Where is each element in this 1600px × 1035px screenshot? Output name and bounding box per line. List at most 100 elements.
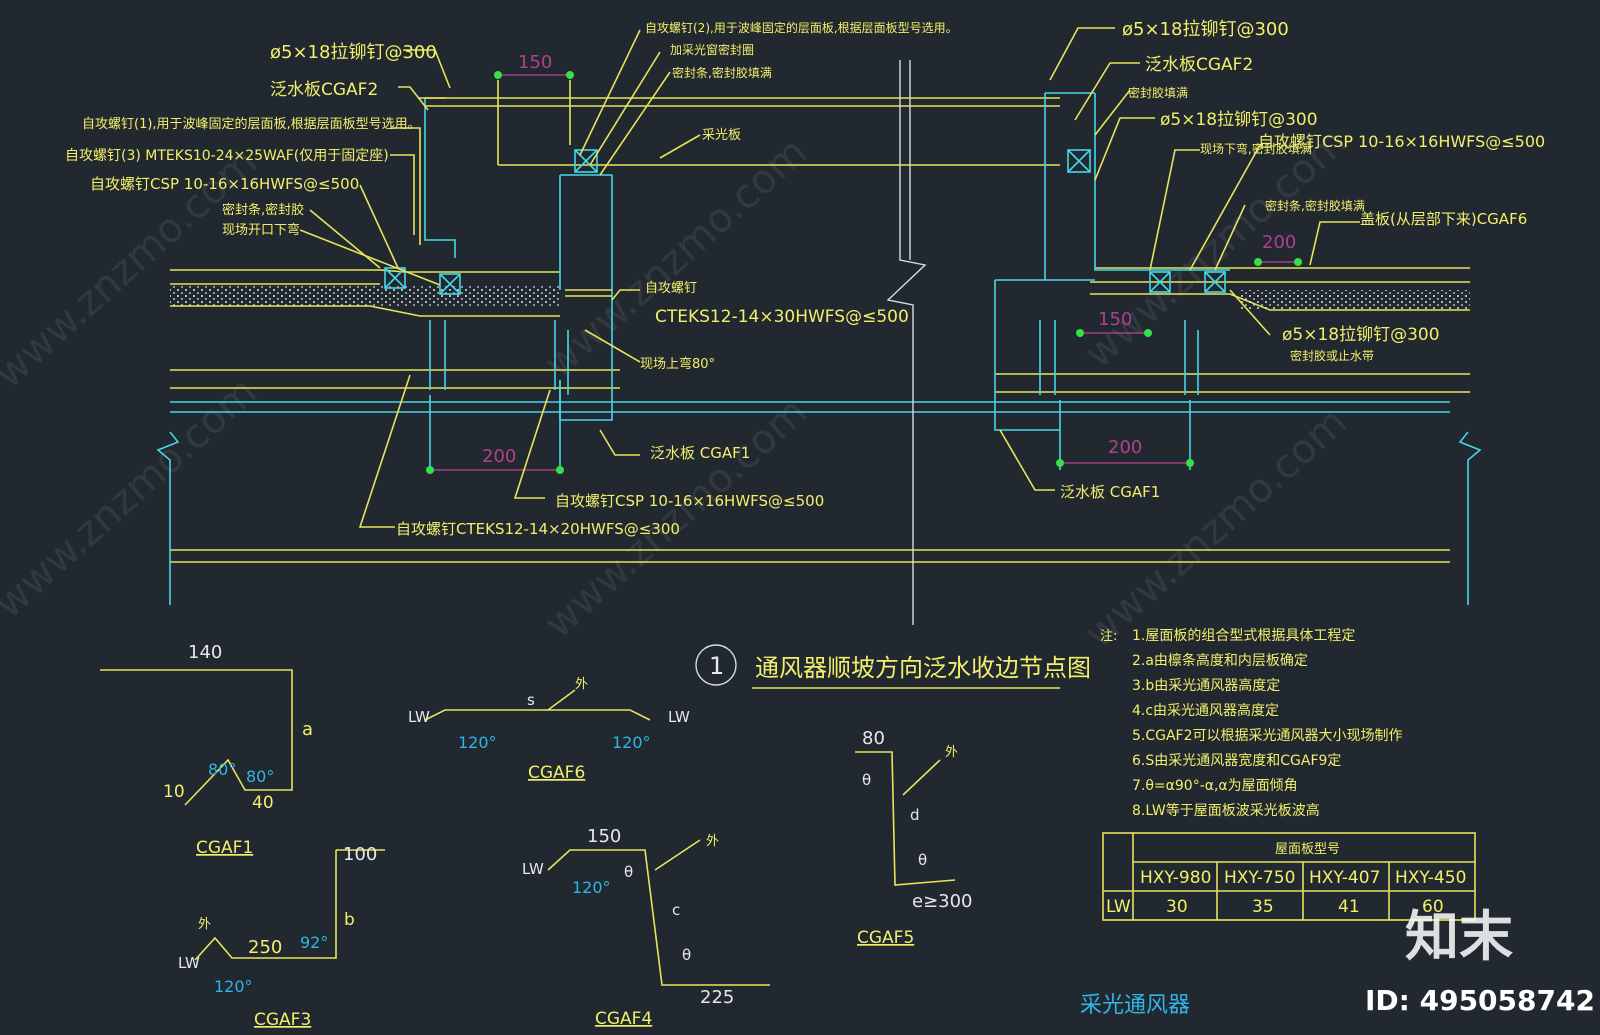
cgaf4-lw: LW xyxy=(522,860,544,878)
profile-cgaf4-leader xyxy=(654,839,701,871)
break-left xyxy=(156,431,180,605)
callout-right-csp: 自攻螺钉CSP 10-16×16HWFS@≤500 xyxy=(1258,132,1545,151)
watermark: www.znzmo.com xyxy=(0,369,266,628)
seal-cross-l2 xyxy=(439,273,461,295)
panel-top-left xyxy=(170,269,560,273)
seal-cross-r2 xyxy=(1204,271,1226,293)
cgaf6-lw1: LW xyxy=(408,708,430,726)
seal-cross-r1 xyxy=(1149,271,1171,293)
bracket-left-2 xyxy=(554,320,569,395)
callout-right-field: 现场下弯,密封胶填满 xyxy=(1200,141,1312,156)
cgaf6-out: 外 xyxy=(575,677,588,692)
dim-tick xyxy=(566,71,574,79)
vent-frame-right xyxy=(1044,93,1095,281)
callout-right-rivet2: ø5×18拉铆钉@300 xyxy=(1160,110,1318,130)
table-row-label: LW xyxy=(1106,897,1131,917)
dim-tick xyxy=(1294,258,1302,266)
profile-cgaf6-shape xyxy=(424,709,651,721)
table-grid xyxy=(1103,833,1475,920)
leader xyxy=(359,184,399,269)
callout-left-screw3: 自攻螺钉(3) MTEKS10-24×25WAF(仅用于固定座) xyxy=(65,148,389,164)
table-cell: 35 xyxy=(1252,897,1274,917)
dim-tick xyxy=(1056,459,1064,467)
profile-cgaf4: 150 LW 120° θ c θ 225 外 CGAF4 xyxy=(522,826,770,1029)
dim-tick xyxy=(1186,459,1194,467)
callout-top-screw2: 自攻螺钉(2),用于波峰固定的层面板,根据层面板型号选用。 xyxy=(645,20,958,35)
callout-top-seal: 密封条,密封胶填满 xyxy=(672,65,772,80)
callout-right-cgaf2: 泛水板CGAF2 xyxy=(1145,55,1253,75)
cgaf3-label: CGAF3 xyxy=(254,1010,311,1030)
callout-right-seal: 密封条,密封胶填满 xyxy=(1265,198,1365,213)
right-vent-detail xyxy=(994,92,1302,470)
dim-ext-200 xyxy=(429,380,561,470)
table-border xyxy=(1102,832,1476,921)
callout-right-rivet-top: ø5×18拉铆钉@300 xyxy=(1122,19,1289,40)
cgaf6-ang2: 120° xyxy=(612,733,651,752)
dim-tick xyxy=(556,466,564,474)
table-cell: 60 xyxy=(1422,897,1444,917)
cgaf1-left xyxy=(565,289,612,297)
cgaf5-theta2: θ xyxy=(918,851,927,869)
callout-top-plus: 加采光窗密封圈 xyxy=(670,42,754,57)
callout-right-cgaf1: 泛水板 CGAF1 xyxy=(1060,483,1160,501)
flashing-right xyxy=(1094,93,1230,271)
cgaf5-out: 外 xyxy=(945,745,958,760)
title-circle xyxy=(695,644,737,686)
cgaf4-c: c xyxy=(672,901,680,919)
leader xyxy=(390,154,415,235)
leader xyxy=(584,329,641,363)
note-item: 3.b由采光通风器高度定 xyxy=(1132,677,1280,694)
dim-200-left: 200 xyxy=(482,446,516,467)
leader xyxy=(1189,144,1261,271)
cgaf1-a: a xyxy=(302,719,313,740)
dim-200-right-top: 200 xyxy=(1262,232,1296,253)
cgaf5-d: d xyxy=(910,806,920,824)
table-header: 屋面板型号 xyxy=(1275,842,1340,857)
leader xyxy=(599,429,640,456)
roof-layers xyxy=(156,267,1482,605)
seal-block-r2 xyxy=(1204,271,1226,293)
cgaf4-out: 外 xyxy=(706,834,719,849)
profile-cgaf3-shape xyxy=(194,850,337,961)
callout-left-seal: 密封条,密封胶 xyxy=(222,202,304,218)
callout-mid-field80: 现场上弯80° xyxy=(640,356,715,372)
cgaf4-ang: 120° xyxy=(572,878,611,897)
profile-cgaf1: 140 a 80° 80° 10 40 CGAF1 xyxy=(100,642,313,858)
cgaf3-out: 外 xyxy=(198,917,211,932)
leader xyxy=(390,127,421,245)
insulation-left xyxy=(170,286,560,306)
callout-right-rivet3: ø5×18拉铆钉@300 xyxy=(1282,325,1440,345)
callout-left-rivet: ø5×18拉铆钉@300 xyxy=(270,42,437,63)
note-item: 2.a由檩条高度和内层板确定 xyxy=(1132,652,1308,669)
cgaf1-ang2: 80° xyxy=(246,767,274,786)
leader xyxy=(1094,117,1155,181)
callout-left-csp: 自攻螺钉CSP 10-16×16HWFS@≤500 xyxy=(90,175,359,193)
insulation-right xyxy=(1240,290,1470,310)
cgaf6-label: CGAF6 xyxy=(528,763,585,783)
footer-caption: 采光通风器 xyxy=(1080,993,1190,1018)
leader xyxy=(1049,27,1115,81)
callout-bot-cteks: 自攻螺钉CTEKS12-14×20HWFS@≤300 xyxy=(396,520,680,538)
cgaf3-mid: 250 xyxy=(248,937,282,958)
title-text: 通风器顺坡方向泛水收边节点图 xyxy=(755,654,1091,682)
bracket-left xyxy=(429,320,446,390)
break-right xyxy=(1458,431,1482,605)
leader xyxy=(299,229,441,286)
watermark: www.znzmo.com xyxy=(536,389,816,648)
dim-150-right: 150 xyxy=(1098,309,1132,330)
note-item: 4.c由采光通风器高度定 xyxy=(1132,702,1279,719)
lw-table: 屋面板型号 HXY-980 HXY-750 HXY-407 HXY-450 LW… xyxy=(1102,832,1476,921)
detail-title: 1 通风器顺坡方向泛水收边节点图 xyxy=(695,644,1091,689)
leader xyxy=(358,374,411,528)
table-cell: 41 xyxy=(1338,897,1360,917)
table-col: HXY-407 xyxy=(1309,868,1380,888)
seal-block-r xyxy=(1067,149,1091,173)
leader xyxy=(1074,62,1140,121)
callout-mid-cteks: CTEKS12-14×30HWFS@≤500 xyxy=(655,307,909,327)
profile-cgaf5-shape xyxy=(855,751,956,886)
note-item: 7.θ=α90°-α,α为屋面倾角 xyxy=(1132,778,1298,794)
seal-cross-r xyxy=(1067,149,1091,173)
leader xyxy=(659,134,701,159)
callout-left-screw1: 自攻螺钉(1),用于波峰固定的层面板,根据层面板型号选用。 xyxy=(82,116,421,132)
cgaf1-left: 10 xyxy=(163,782,185,802)
